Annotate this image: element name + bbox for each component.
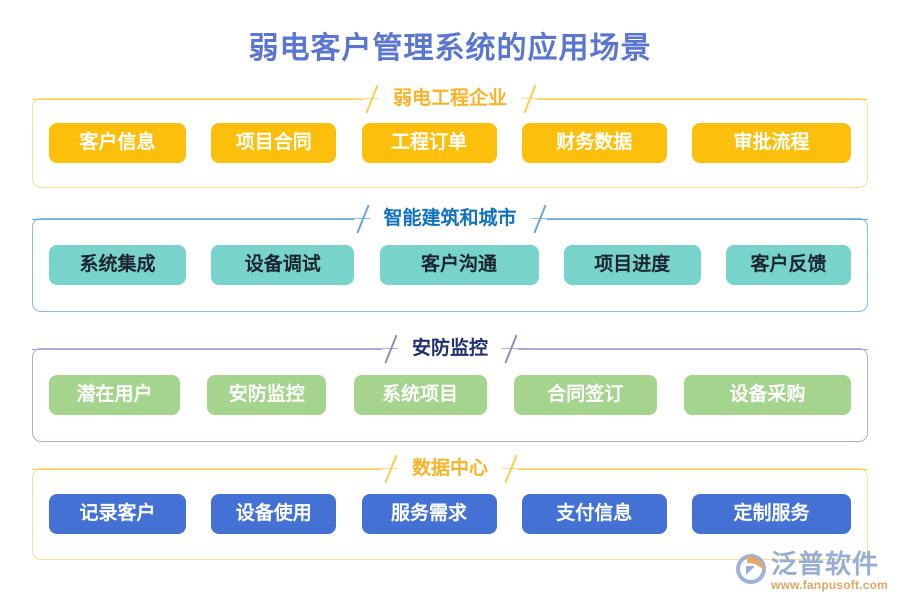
section-header-1: 弱电工程企业: [32, 86, 869, 112]
section-panel-3: 潜在用户 安防监控 系统项目 合同签订 设备采购: [32, 348, 868, 442]
item-chip[interactable]: 设备使用: [211, 494, 337, 534]
header-rule-right: [518, 469, 869, 470]
item-chip[interactable]: 项目进度: [563, 245, 701, 285]
header-rule-left: [32, 219, 354, 220]
brand-url: www.fanpusoft.com: [771, 578, 888, 592]
item-chip[interactable]: 潜在用户: [49, 375, 180, 415]
item-chip[interactable]: 定制服务: [692, 494, 851, 534]
item-chip[interactable]: 安防监控: [207, 375, 327, 415]
item-chip[interactable]: 系统项目: [353, 375, 487, 415]
section-label: 弱电工程企业: [379, 86, 522, 112]
item-chip[interactable]: 客户反馈: [726, 245, 851, 285]
item-chip[interactable]: 设备调试: [211, 245, 355, 285]
section-header-3: 安防监控: [32, 336, 869, 362]
header-rule-right: [518, 349, 869, 350]
item-chip[interactable]: 设备采购: [684, 375, 851, 415]
item-chip[interactable]: 记录客户: [49, 494, 186, 534]
header-rule-right: [546, 219, 869, 220]
item-chip[interactable]: 合同签订: [513, 375, 657, 415]
section-panel-1: 客户信息 项目合同 工程订单 财务数据 审批流程: [32, 98, 868, 188]
item-chip[interactable]: 服务需求: [361, 494, 497, 534]
header-slash-left: [382, 456, 398, 482]
brand-name: 泛普软件: [771, 549, 880, 579]
header-slash-right: [502, 336, 518, 362]
header-slash-right: [521, 86, 537, 112]
header-rule-left: [32, 469, 382, 470]
header-rule-left: [32, 99, 363, 100]
item-chip[interactable]: 项目合同: [211, 123, 337, 163]
header-slash-left: [382, 336, 398, 362]
section-panel-2: 系统集成 设备调试 客户沟通 项目进度 客户反馈: [32, 218, 868, 312]
section-panel-4: 记录客户 设备使用 服务需求 支付信息 定制服务: [32, 468, 868, 560]
page-title: 弱电客户管理系统的应用场景: [248, 32, 652, 65]
watermark: 泛普软件 www.fanpusoft.com: [734, 551, 888, 592]
section-items-4: 记录客户 设备使用 服务需求 支付信息 定制服务: [33, 469, 867, 559]
item-chip[interactable]: 财务数据: [521, 123, 667, 163]
section-items-3: 潜在用户 安防监控 系统项目 合同签订 设备采购: [33, 349, 867, 441]
item-chip[interactable]: 支付信息: [521, 494, 667, 534]
section-label: 智能建筑和城市: [369, 206, 531, 232]
fanpu-logo-icon: [734, 552, 768, 591]
item-chip[interactable]: 工程订单: [361, 123, 497, 163]
section-header-4: 数据中心: [32, 456, 869, 482]
watermark-text: 泛普软件 www.fanpusoft.com: [771, 549, 888, 593]
header-rule-left: [32, 349, 382, 350]
item-chip[interactable]: 审批流程: [692, 123, 851, 163]
section-label: 数据中心: [398, 456, 503, 482]
header-slash-left: [363, 86, 379, 112]
section-items-2: 系统集成 设备调试 客户沟通 项目进度 客户反馈: [33, 219, 867, 311]
section-items-1: 客户信息 项目合同 工程订单 财务数据 审批流程: [33, 99, 867, 187]
header-slash-right: [531, 206, 547, 232]
item-chip[interactable]: 客户沟通: [379, 245, 539, 285]
item-chip[interactable]: 系统集成: [49, 245, 186, 285]
section-header-2: 智能建筑和城市: [32, 206, 869, 232]
header-slash-left: [354, 206, 370, 232]
section-label: 安防监控: [398, 336, 503, 362]
header-rule-right: [537, 99, 869, 100]
header-slash-right: [502, 456, 518, 482]
item-chip[interactable]: 客户信息: [49, 123, 186, 163]
